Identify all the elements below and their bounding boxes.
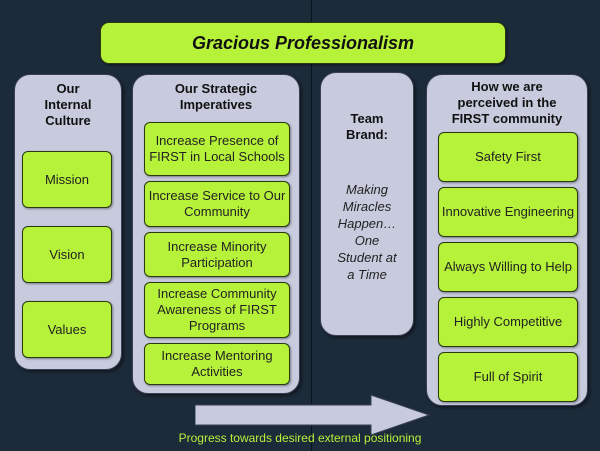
perceived-title: How we are perceived in the FIRST commun…: [451, 79, 563, 126]
perceived-item-willing: Always Willing to Help: [438, 242, 578, 292]
perceived-item-spirit: Full of Spirit: [438, 352, 578, 402]
strategic-imperatives-title: Our Strategic Imperatives: [174, 81, 258, 112]
team-brand-title: Team Brand:: [346, 111, 388, 142]
perceived-item-safety: Safety First: [438, 132, 578, 182]
progress-arrow-icon: [195, 394, 431, 436]
perceived-item-competitive: Highly Competitive: [438, 297, 578, 347]
internal-culture-title: Our Internal Culture: [44, 81, 92, 128]
strategic-item-minority: Increase Minority Participation: [144, 232, 290, 277]
culture-item-mission: Mission: [22, 151, 112, 208]
perceived-item-innovative: Innovative Engineering: [438, 187, 578, 237]
strategic-item-mentoring: Increase Mentoring Activities: [144, 343, 290, 385]
team-brand-panel: Team Brand: Making Miracles Happen… One …: [320, 72, 414, 336]
culture-item-values: Values: [22, 301, 112, 358]
strategic-imperatives-panel: Our Strategic Imperatives Increase Prese…: [132, 74, 300, 394]
strategic-item-service: Increase Service to Our Community: [144, 181, 290, 227]
strategic-item-presence: Increase Presence of FIRST in Local Scho…: [144, 122, 290, 176]
strategic-item-awareness: Increase Community Awareness of FIRST Pr…: [144, 282, 290, 338]
team-brand-tagline: Making Miracles Happen… One Student at a…: [337, 182, 397, 282]
internal-culture-panel: Our Internal Culture Mission Vision Valu…: [14, 74, 122, 370]
culture-item-vision: Vision: [22, 226, 112, 283]
perceived-panel: How we are perceived in the FIRST commun…: [426, 74, 588, 406]
page-title: Gracious Professionalism: [100, 22, 506, 64]
progress-caption: Progress towards desired external positi…: [178, 431, 422, 445]
center-divider: [311, 0, 312, 451]
